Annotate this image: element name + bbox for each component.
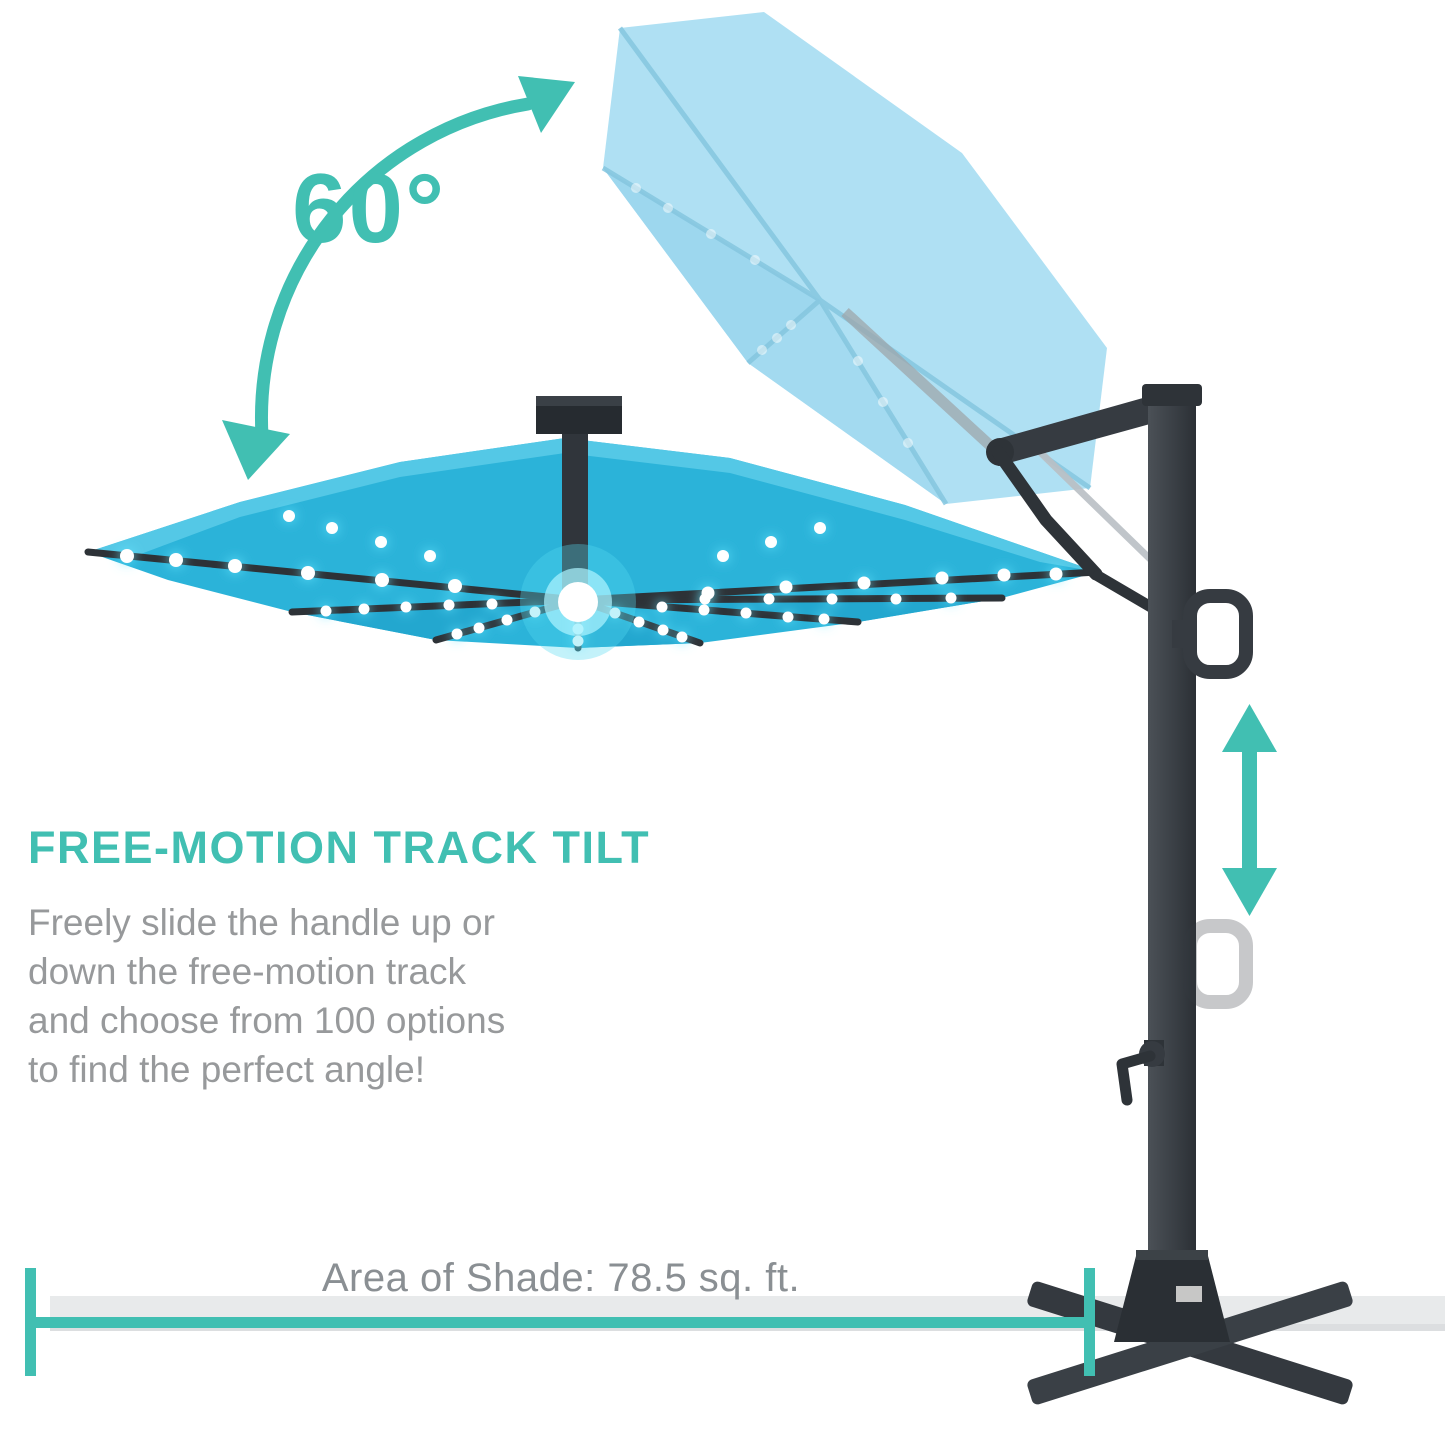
canopy-top-edge-highlight — [88, 438, 1098, 572]
ghost-arm-link — [841, 307, 999, 455]
arc-arrowhead-down — [222, 420, 290, 480]
base-foot — [1114, 1256, 1230, 1342]
height-double-arrow-icon — [1222, 704, 1277, 916]
paragraph-line: Freely slide the handle up or — [28, 902, 495, 943]
pole-top-cap — [1142, 384, 1202, 406]
canopy-link — [991, 445, 1103, 581]
paragraph-line: to find the perfect angle! — [28, 1049, 425, 1090]
feature-paragraph: Freely slide the handle up or down the f… — [28, 898, 505, 1094]
cantilever-arm — [994, 396, 1150, 466]
umbrella-open — [84, 396, 1102, 660]
ghost-panel — [748, 300, 946, 504]
foot-sticker — [1176, 1286, 1202, 1302]
slide-handle — [1183, 589, 1253, 679]
feature-heading: FREE-MOTION TRACK TILT — [28, 822, 651, 873]
paragraph-line: down the free-motion track — [28, 951, 467, 992]
umbrella-tilted-ghost — [601, 12, 1185, 593]
shade-area-label: Area of Shade: 78.5 sq. ft. — [321, 1256, 801, 1300]
cross-base — [1027, 1250, 1353, 1405]
arc-arrowhead-up — [518, 76, 575, 133]
tilt-angle-label: 60° — [292, 153, 447, 263]
tilt-arc-arrow-icon — [222, 76, 575, 480]
pole — [1148, 392, 1196, 1278]
ghost-led-lights — [631, 183, 913, 448]
center-led-glow — [520, 544, 636, 660]
ghost-panel — [603, 168, 820, 363]
shade-measure-bracket — [25, 1268, 1095, 1376]
led-lights — [120, 510, 1063, 647]
tilt-arc — [255, 97, 535, 443]
paragraph-line: and choose from 100 options — [28, 1000, 506, 1041]
solar-panel-top — [536, 396, 622, 406]
cantilever-frame — [986, 384, 1353, 1405]
slide-handle-ghost — [1183, 919, 1253, 1009]
ghost-canopy — [603, 12, 1107, 504]
crank-handle — [1116, 1040, 1165, 1106]
